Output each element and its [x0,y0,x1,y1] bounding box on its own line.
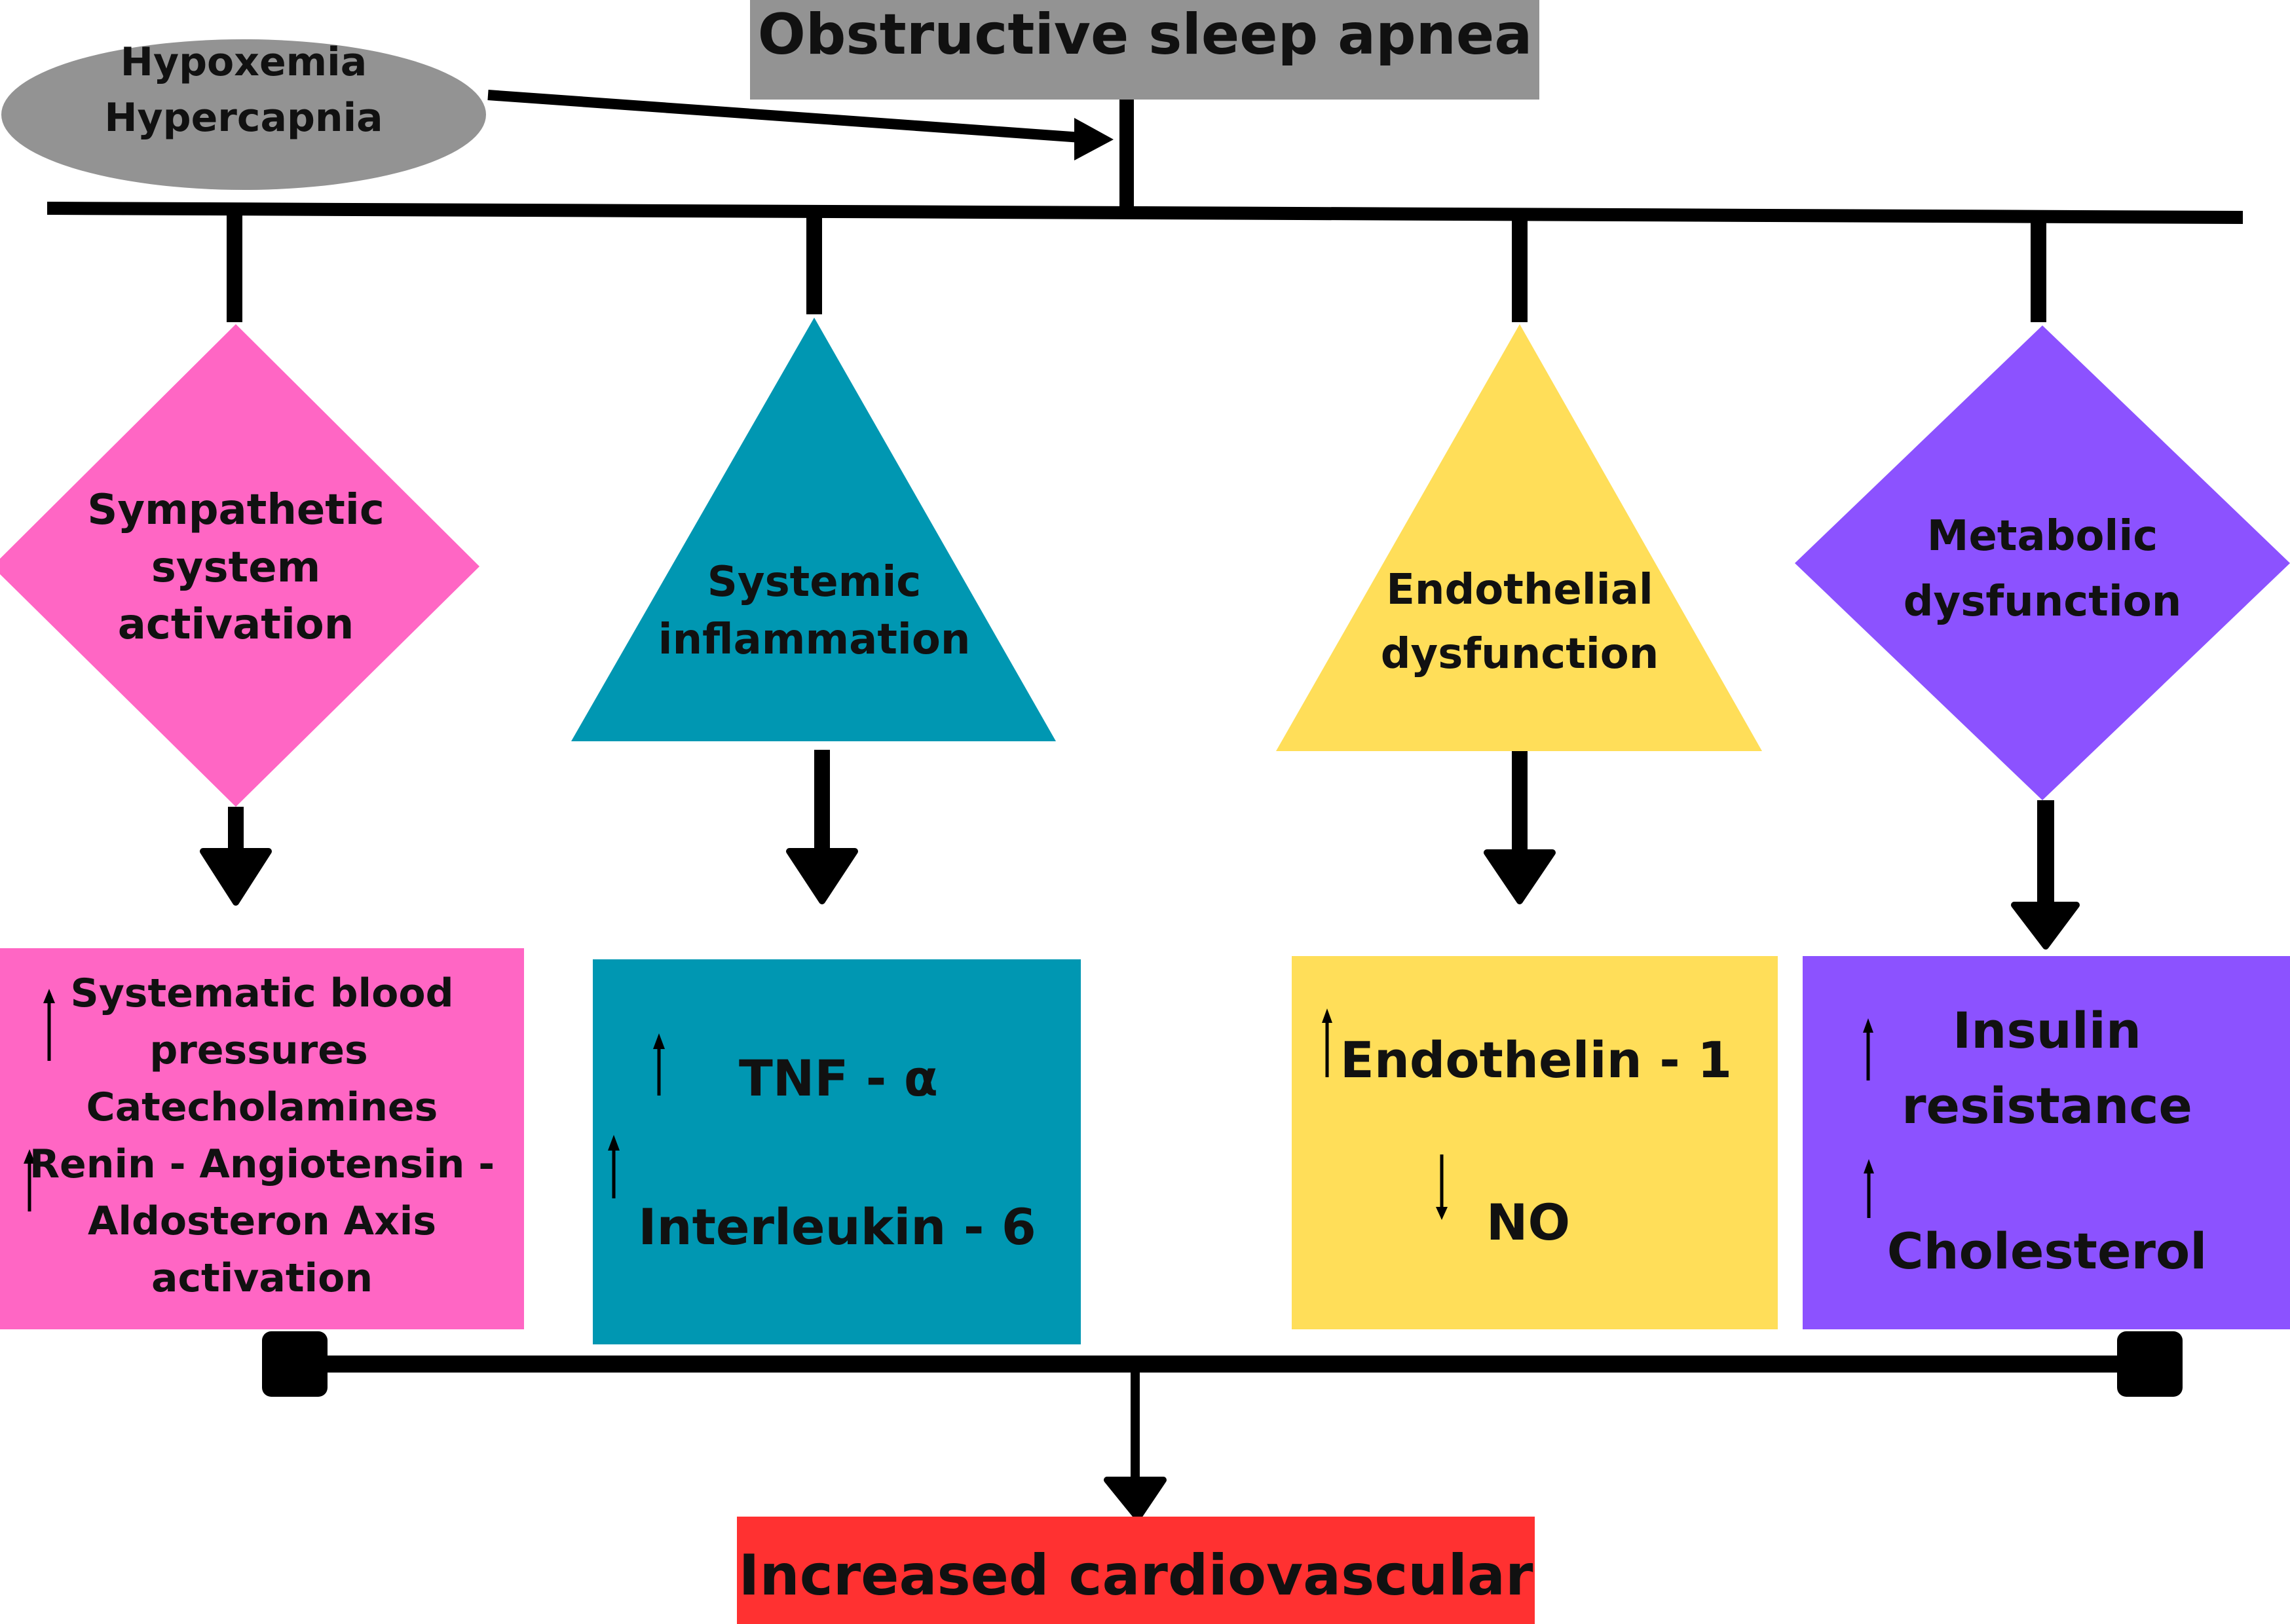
outcome-node: Increased cardiovascular [737,1517,1535,1624]
up-arrow-icon [608,1135,620,1198]
sympathetic-effect-3-line-1: Renin - Angiotensin - [29,1141,495,1187]
inflammation-effects-box [593,959,1081,1344]
cause-node: Hypoxemia Hypercapnia [1,39,486,190]
metabolic-effect-1-line-1: Insulin [1953,1001,2141,1060]
inflammation-effect-2: Interleukin - 6 [638,1198,1036,1256]
final-arrow [1104,1371,1167,1521]
sympathetic-label-1: Sympathetic [87,486,385,534]
metabolic-diamond [1795,325,2290,800]
arrow-down-1 [200,807,272,906]
endothelial-effect-1: Endothelin - 1 [1340,1031,1732,1089]
arrow-down-4 [2011,800,2080,950]
sympathetic-label-2: system [151,544,321,592]
mechanism-sympathetic: Sympathetic system activation [0,324,479,807]
sympathetic-effect-3-line-3: activation [151,1255,373,1301]
metabolic-label-2: dysfunction [1904,578,2182,626]
metabolic-effect-2: Cholesterol [1887,1222,2207,1280]
up-arrow-icon [43,989,55,1061]
endothelial-effects-box [1292,956,1778,1329]
inflammation-label-1: Systemic [707,558,921,606]
effects-sympathetic: Systematic blood pressures Catecholamine… [0,948,524,1329]
sympathetic-effect-2: Catecholamines [86,1084,438,1130]
outcome-text: Increased cardiovascular [739,1543,1534,1608]
mechanism-endothelial: Endothelial dysfunction [1276,324,1762,751]
cause-line-2: Hypercapnia [104,95,383,141]
cause-arrow [487,90,1114,160]
metabolic-effects-box [1803,956,2290,1329]
metabolic-label-1: Metabolic [1927,512,2158,561]
arrow-down-3 [1484,751,1556,904]
endothelial-label-1: Endothelial [1386,566,1653,614]
top-distribution-bar [47,202,2243,224]
up-arrow-icon [1322,1008,1332,1077]
sympathetic-effects-box [0,948,524,1329]
up-arrow-icon [24,1149,35,1211]
title-text: Obstructive sleep apnea [758,2,1533,67]
bar-end-cap-left [262,1331,328,1397]
cause-line-1: Hypoxemia [121,39,367,85]
sympathetic-diamond [0,324,479,807]
effects-inflammation: TNF - α Interleukin - 6 [593,959,1081,1344]
endothelial-effect-2: NO [1486,1193,1570,1251]
bottom-collector-bar [262,1331,2183,1397]
sympathetic-effect-1-line-2: pressures [149,1027,367,1073]
title-node: Obstructive sleep apnea [750,0,1539,100]
effects-metabolic: Insulin resistance Cholesterol [1803,956,2290,1329]
endothelial-triangle [1276,324,1762,751]
up-arrow-icon [1863,1018,1873,1080]
sympathetic-effect-3-line-2: Aldosteron Axis [88,1198,436,1244]
inflammation-effect-1: TNF - α [739,1049,938,1107]
metabolic-effect-1-line-2: resistance [1902,1077,2192,1135]
effects-endothelial: Endothelin - 1 NO [1292,956,1778,1329]
sympathetic-label-3: activation [118,600,354,649]
inflammation-triangle [571,318,1056,741]
down-arrows [200,750,2080,950]
endothelial-label-2: dysfunction [1381,630,1659,678]
up-arrow-icon [1864,1159,1874,1218]
down-arrow-icon [1436,1154,1448,1220]
arrowhead-icon [1074,118,1114,160]
bar-end-cap-right [2117,1331,2183,1397]
title-box [750,0,1539,100]
sympathetic-effect-1-line-1: Systematic blood [70,970,453,1016]
outcome-box [737,1517,1535,1624]
inflammation-label-2: inflammation [658,616,971,664]
mechanism-inflammation: Systemic inflammation [571,318,1056,741]
cause-ellipse [1,39,486,190]
up-arrow-icon [653,1033,665,1096]
arrow-down-2 [786,750,858,904]
mechanism-metabolic: Metabolic dysfunction [1795,325,2290,800]
